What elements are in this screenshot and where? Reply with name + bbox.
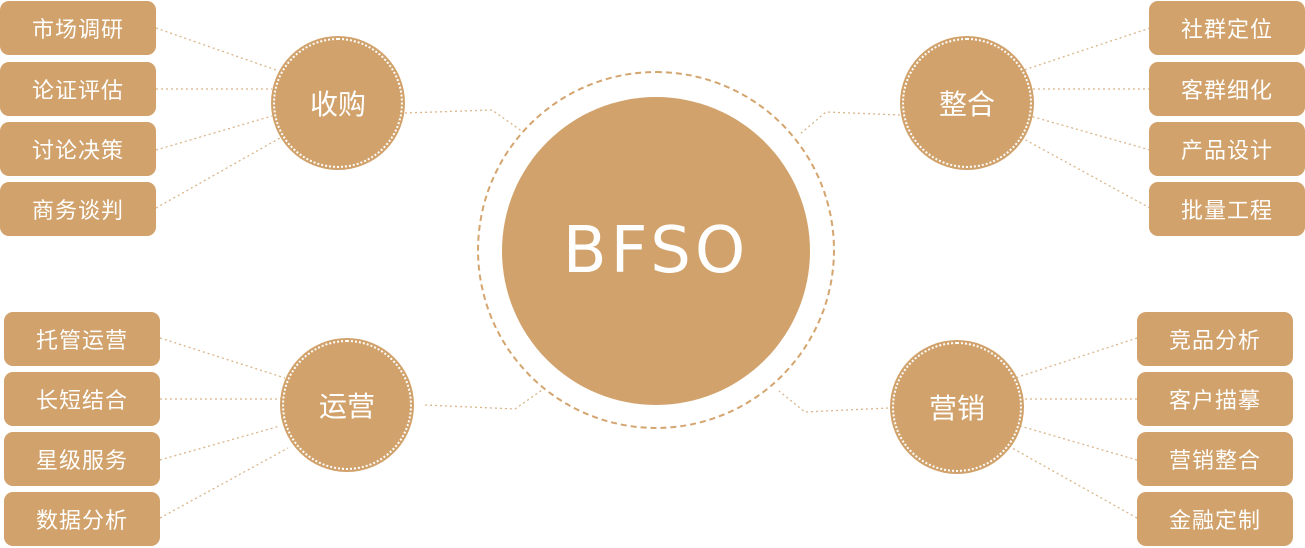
item-acquisition-2: 论证评估 — [0, 62, 156, 116]
item-marketing-1: 竞品分析 — [1137, 312, 1293, 366]
item-marketing-2: 客户描摹 — [1137, 372, 1293, 426]
item-operation-4: 数据分析 — [4, 492, 160, 546]
center-dashed-ring — [477, 71, 835, 429]
item-operation-2: 长短结合 — [4, 372, 160, 426]
item-acquisition-4: 商务谈判 — [0, 182, 156, 236]
item-integration-3: 产品设计 — [1149, 122, 1305, 176]
item-integration-2: 客群细化 — [1149, 62, 1305, 116]
hub-operation: 运营 — [282, 340, 412, 470]
item-marketing-3: 营销整合 — [1137, 432, 1293, 486]
hub-marketing: 营销 — [892, 342, 1022, 472]
item-integration-1: 社群定位 — [1149, 1, 1305, 55]
hub-integration: 整合 — [902, 38, 1032, 168]
item-acquisition-3: 讨论决策 — [0, 122, 156, 176]
hub-acquisition: 收购 — [273, 38, 403, 168]
item-marketing-4: 金融定制 — [1137, 492, 1293, 546]
item-integration-4: 批量工程 — [1149, 182, 1305, 236]
center-node: BFSO — [502, 97, 810, 405]
item-operation-1: 托管运营 — [4, 312, 160, 366]
item-acquisition-1: 市场调研 — [0, 1, 156, 55]
item-operation-3: 星级服务 — [4, 432, 160, 486]
